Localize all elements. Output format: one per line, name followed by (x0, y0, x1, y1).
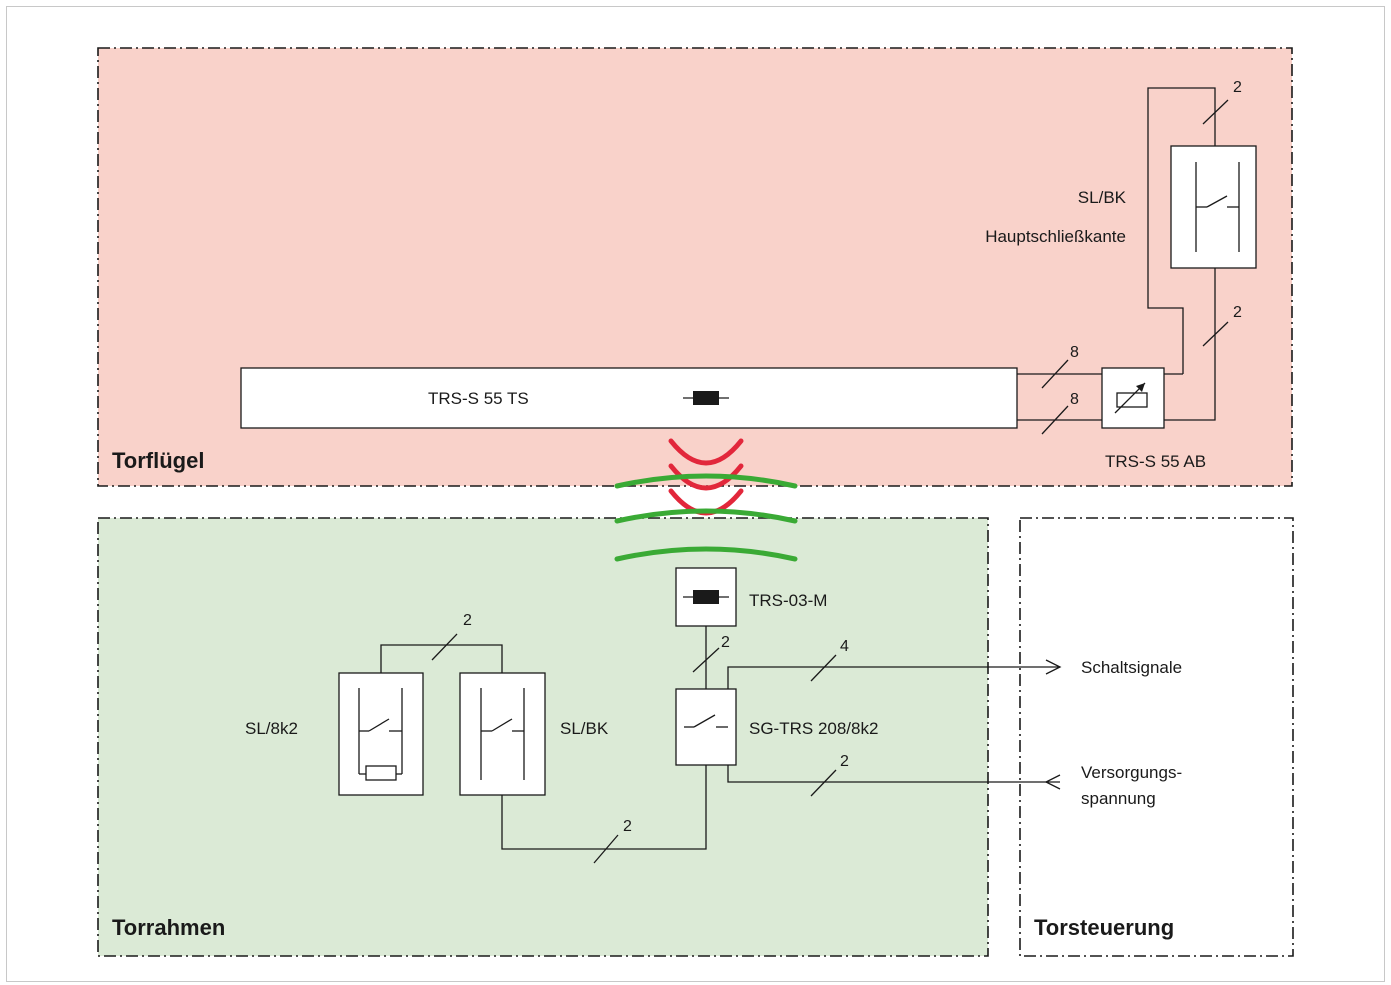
wire-count-signals: 4 (840, 638, 849, 655)
main-edge-wire-right (1164, 268, 1216, 421)
sl-bk-frame-box (459, 672, 546, 796)
wire-count-ts-lower: 8 (1070, 391, 1079, 408)
wire-count-frame-edge-bottom: 2 (623, 818, 632, 835)
zone-title-torsteuerung: Torsteuerung (1034, 915, 1174, 940)
output-supply-label-line1: Versorgungs- (1081, 763, 1182, 782)
wire-count-tick (431, 633, 458, 661)
wire-count-tick (810, 769, 837, 797)
wire-count-ts-upper: 8 (1070, 344, 1079, 361)
wire-count-main-edge-right: 2 (1233, 304, 1242, 321)
zone-title-torrahmen: Torrahmen (112, 915, 225, 940)
wire-count-tick (1041, 405, 1069, 435)
wire-count-tick (1202, 99, 1229, 125)
sg-trs-label: SG-TRS 208/8k2 (749, 719, 878, 738)
wireless-signal-icon (614, 438, 798, 562)
outer-frame (6, 6, 1385, 982)
adjustable-resistor-icon (1114, 382, 1148, 414)
trs-s55ts-label: TRS-S 55 TS (428, 389, 529, 408)
wire-count-tick (593, 834, 619, 864)
switch-symbol-icon (1195, 162, 1240, 252)
sl-bk-main-sublabel: Hauptschließkante (985, 227, 1126, 246)
sg-to-edge-wire (501, 765, 707, 850)
trs-s55ts-box (240, 367, 1018, 429)
signals-arrow-icon (1045, 659, 1062, 675)
switch-resistor-symbol-icon (358, 688, 403, 781)
wire-count-tick (810, 654, 837, 682)
sl-8k2-label: SL/8k2 (245, 719, 298, 738)
supply-arrow-icon (1044, 774, 1061, 790)
sl-bk-main-label: SL/BK (1078, 188, 1127, 207)
wire-count-sensor-to-sg: 2 (721, 634, 730, 651)
trs-s55ab-label: TRS-S 55 AB (1105, 452, 1206, 471)
wire-count-tick (1202, 321, 1229, 347)
receiver-coil-icon (683, 590, 729, 604)
wire-count-tick (692, 647, 720, 673)
trs-03m-label: TRS-03-M (749, 591, 827, 610)
transmitter-coil-icon (683, 391, 729, 405)
wire-count-tick (1041, 359, 1069, 389)
sl-bk-main-box (1170, 145, 1257, 269)
zone-torsteuerung (1019, 517, 1294, 957)
sl-bk-frame-label: SL/BK (560, 719, 609, 738)
wire-count-supply: 2 (840, 753, 849, 770)
edges-top-wire (380, 644, 503, 673)
switch-symbol-icon (480, 688, 525, 780)
main-edge-wire-left (1147, 87, 1216, 374)
signals-wire (727, 666, 1060, 689)
wire-count-frame-edges-top: 2 (463, 612, 472, 629)
wire-count-main-edge-top: 2 (1233, 79, 1242, 96)
output-supply-label-line2: spannung (1081, 789, 1156, 808)
trs-s55ab-box (1101, 367, 1165, 429)
relay-switch-icon (684, 714, 728, 728)
supply-wire (727, 765, 1060, 783)
output-signals-label: Schaltsignale (1081, 658, 1182, 677)
zone-title-torfluegel: Torflügel (112, 448, 204, 473)
